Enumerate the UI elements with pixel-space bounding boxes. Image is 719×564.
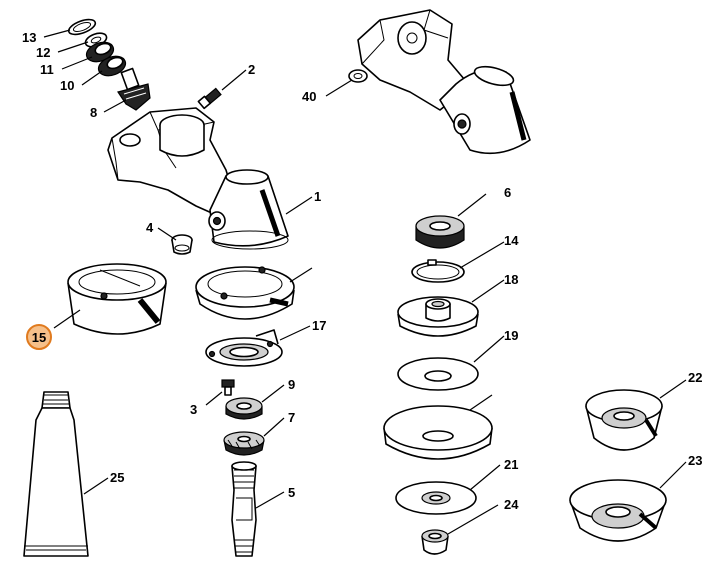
part-1-gear-housing[interactable] <box>107 107 289 250</box>
part-15-collar[interactable] <box>67 263 167 335</box>
label-19: 19 <box>504 328 518 343</box>
label-5: 5 <box>288 485 295 500</box>
label-18: 18 <box>504 272 518 287</box>
part-6-bearing[interactable] <box>415 215 465 249</box>
label-12: 12 <box>36 45 50 60</box>
part-19-disc[interactable] <box>397 357 479 391</box>
part-10-bearing[interactable] <box>96 53 128 79</box>
label-21: 21 <box>504 457 518 472</box>
label-40: 40 <box>302 89 316 104</box>
label-3: 3 <box>190 402 197 417</box>
part-5-spindle[interactable] <box>231 461 257 557</box>
label-4: 4 <box>146 220 154 235</box>
label-6: 6 <box>504 185 511 200</box>
part-21-pressure-plate[interactable] <box>395 481 477 515</box>
leader-lines <box>43 29 687 535</box>
label-2: 2 <box>248 62 255 77</box>
gear-housing-top-view <box>357 9 531 155</box>
label-14: 14 <box>504 233 519 248</box>
part-9-bearing[interactable] <box>225 397 263 420</box>
part-23-thrust-plate[interactable] <box>569 479 667 542</box>
part-14-circlip[interactable] <box>411 259 465 283</box>
part-labels: 13 12 11 10 8 2 40 1 4 6 14 18 19 17 9 7… <box>22 30 702 512</box>
part-22-cup[interactable] <box>585 389 663 451</box>
label-15-highlight[interactable]: 15 <box>26 324 52 350</box>
part-11-bearing[interactable] <box>84 39 116 65</box>
part-2-screw[interactable] <box>197 87 222 110</box>
label-10: 10 <box>60 78 74 93</box>
ground-disc[interactable] <box>383 405 493 460</box>
part-3-screw[interactable] <box>221 379 235 396</box>
label-23: 23 <box>688 453 702 468</box>
label-1: 1 <box>314 189 321 204</box>
part-25-grease-tube[interactable] <box>23 391 89 557</box>
label-13: 13 <box>22 30 36 45</box>
part-13-circlip[interactable] <box>67 17 97 38</box>
part-8-bevel-pinion[interactable] <box>117 67 151 111</box>
label-7: 7 <box>288 410 295 425</box>
label-24: 24 <box>504 497 519 512</box>
label-11: 11 <box>40 62 54 77</box>
part-18-thrust-plate[interactable] <box>397 296 479 337</box>
bearing-ring[interactable] <box>195 266 295 320</box>
label-15: 15 <box>32 330 46 345</box>
label-9: 9 <box>288 377 295 392</box>
part-4-screw-plug[interactable] <box>171 234 193 255</box>
highlight-circle <box>26 324 52 350</box>
label-17: 17 <box>312 318 326 333</box>
part-40-washer[interactable] <box>348 69 368 83</box>
part-17-plate[interactable] <box>205 329 283 367</box>
label-25: 25 <box>110 470 124 485</box>
label-22: 22 <box>688 370 702 385</box>
part-24-nut[interactable] <box>421 529 449 555</box>
part-7-bevel-gear[interactable] <box>223 431 265 456</box>
label-8: 8 <box>90 105 97 120</box>
